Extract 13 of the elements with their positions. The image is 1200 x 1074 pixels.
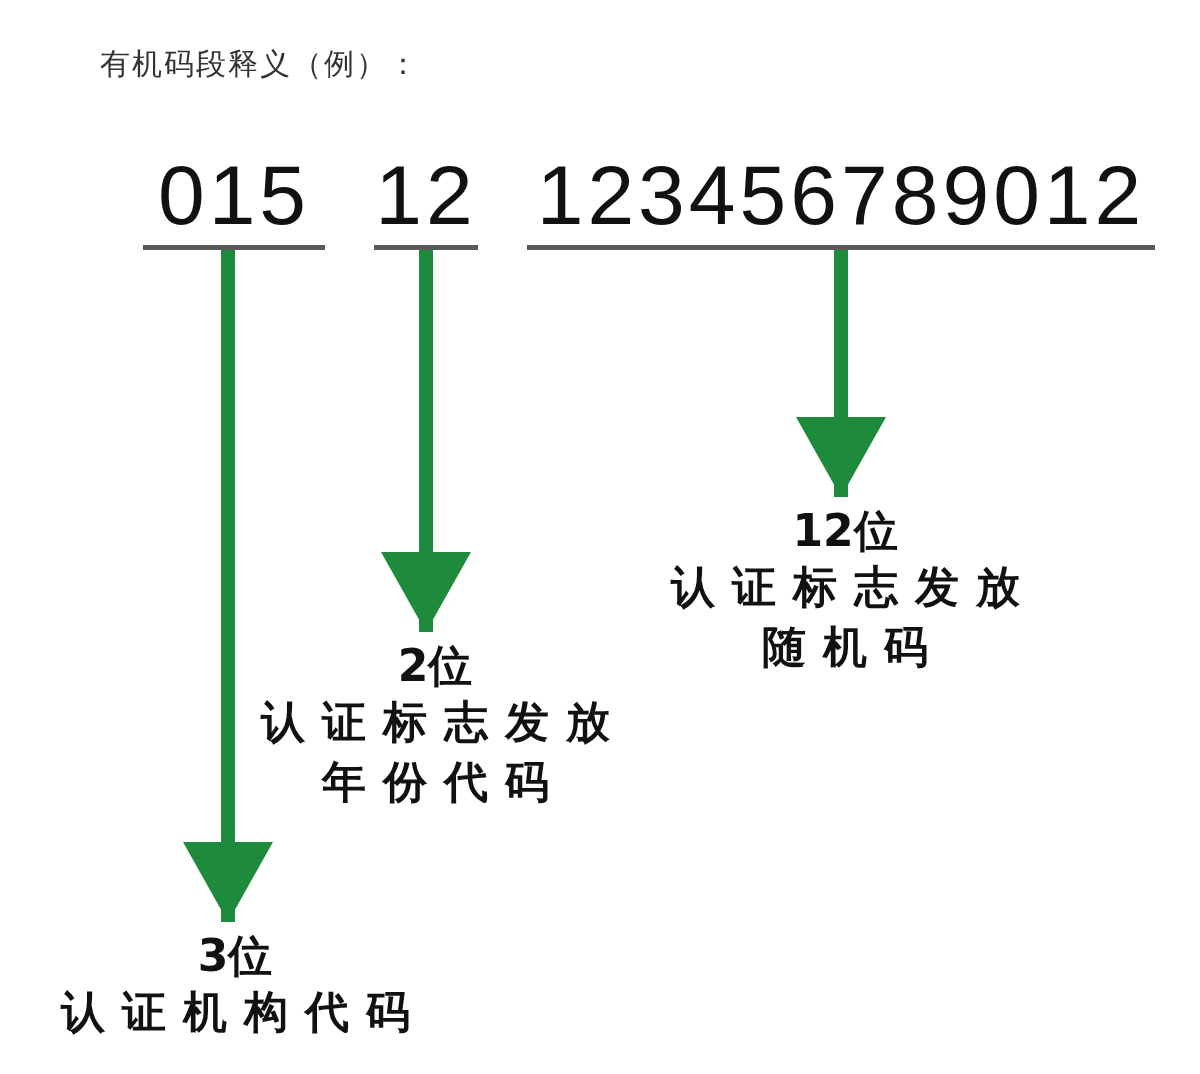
code-digits: 123456789012 — [536, 150, 1146, 240]
arrow — [381, 250, 471, 632]
heading: 有机码段释义（例）： — [100, 45, 420, 83]
code-digits: 015 — [157, 150, 311, 240]
segment-meaning: 认证标志发放随机码 — [669, 560, 1038, 674]
segment-meaning: 认证标志发放年份代码 — [259, 695, 628, 809]
arrow — [183, 250, 273, 922]
digit-count: 12位 — [792, 505, 898, 557]
digit-count: 2位 — [397, 640, 473, 692]
segment-meaning: 认证机构代码 — [59, 985, 428, 1039]
code-digits: 12 — [375, 150, 477, 240]
arrow — [796, 250, 886, 497]
digit-count: 3位 — [197, 930, 273, 982]
